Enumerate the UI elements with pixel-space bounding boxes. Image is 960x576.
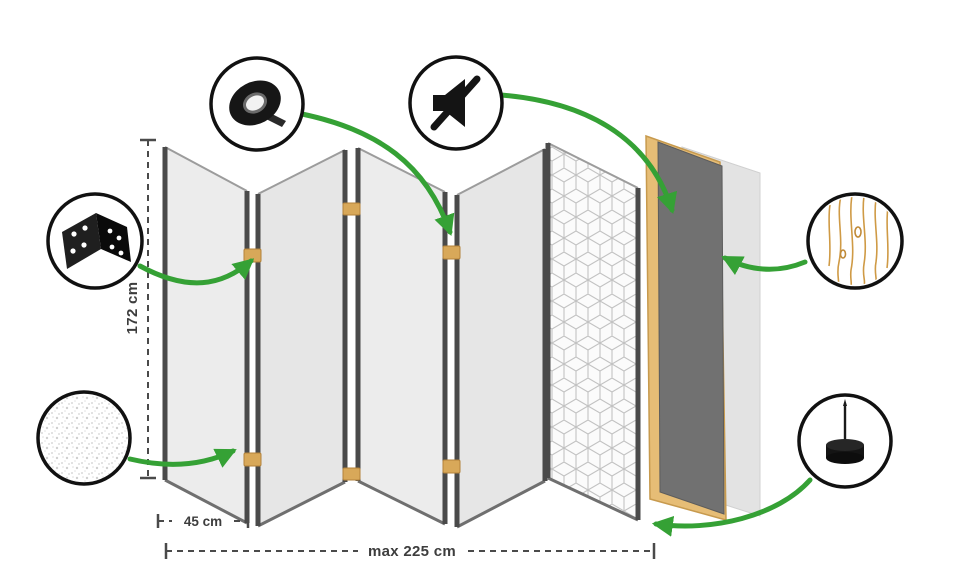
- panel-width-dimension: 45 cm: [156, 514, 250, 529]
- total-width-dimension: max 225 cm: [164, 543, 656, 560]
- arrow-fleece: [127, 448, 237, 468]
- board-panel: [657, 141, 725, 515]
- total-width-label: max 225 cm: [368, 543, 456, 560]
- hinge-icon: [46, 192, 144, 290]
- adhesive-tape-icon: [209, 56, 305, 152]
- hinge-connector: [442, 459, 461, 474]
- panel-3: [355, 147, 448, 526]
- hinge-connector: [243, 452, 262, 467]
- hinge-connector: [442, 245, 461, 260]
- sound-off-icon: [408, 55, 504, 151]
- wood-texture-swatch: [806, 192, 904, 290]
- arrow-wood: [721, 255, 808, 276]
- patterned-panel: [545, 142, 641, 522]
- arrow-feltpad: [651, 477, 813, 537]
- panel-4: [454, 148, 548, 529]
- panel-width-label: 45 cm: [184, 514, 222, 529]
- fleece-texture-swatch: [36, 390, 132, 486]
- hinge-connector: [342, 202, 361, 216]
- arrow-tape: [299, 111, 455, 236]
- arrow-hinge: [137, 258, 255, 286]
- panel-2: [255, 149, 348, 528]
- callout-arrows: [127, 92, 813, 537]
- hinge-connector: [342, 467, 361, 481]
- height-dimension: 172 cm: [124, 138, 156, 480]
- felt-pad-icon: [797, 393, 893, 489]
- panel-1: [162, 146, 250, 525]
- arrow-sound: [498, 92, 677, 215]
- height-label: 172 cm: [124, 282, 141, 335]
